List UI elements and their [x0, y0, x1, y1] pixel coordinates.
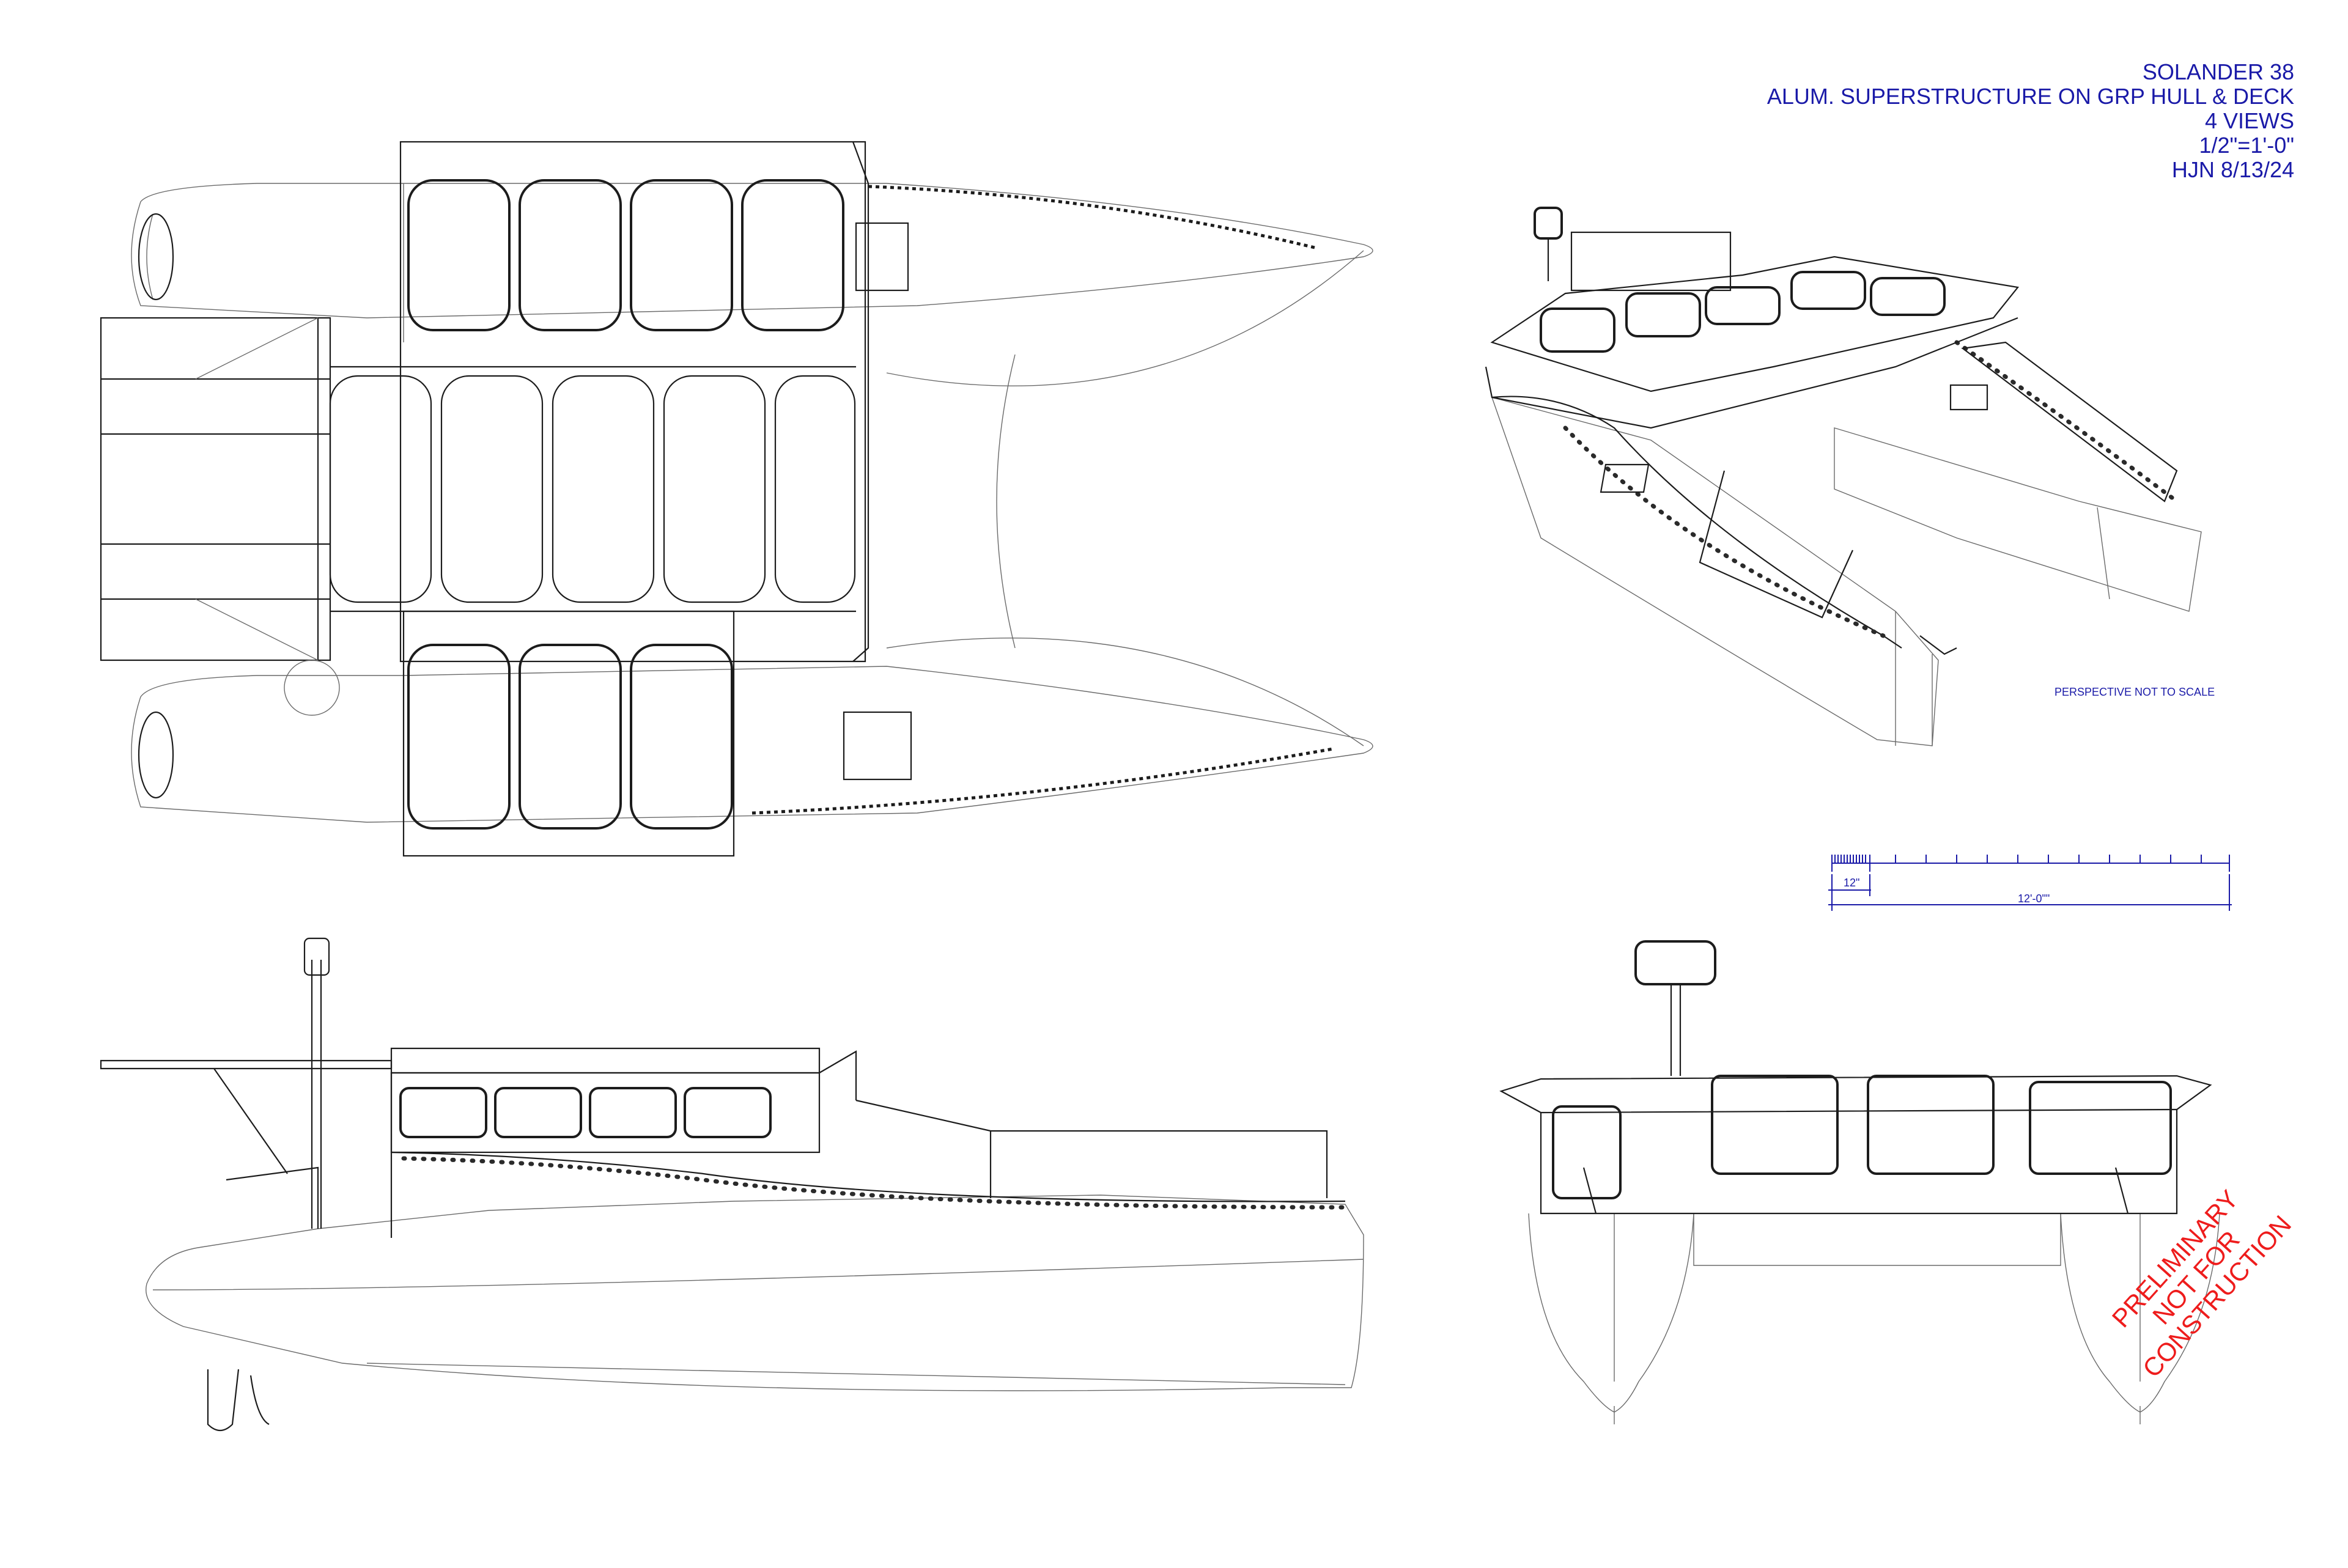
title-block: SOLANDER 38 ALUM. SUPERSTRUCTURE ON GRP … [1767, 60, 2294, 182]
scale-short-label: 12" [1844, 877, 1859, 889]
title-line-views: 4 VIEWS [2204, 108, 2294, 133]
perspective-view [1485, 207, 2202, 746]
title-line-description: ALUM. SUPERSTRUCTURE ON GRP HULL & DECK [1767, 84, 2294, 109]
side-elevation [100, 937, 1364, 1432]
plan-view [100, 141, 1373, 857]
title-line-scale: 1/2"=1'-0" [2199, 133, 2294, 158]
perspective-note: PERSPECTIVE NOT TO SCALE [2054, 686, 2215, 698]
stern-elevation [1499, 940, 2220, 1424]
scale-long-label: 12'-0"" [2018, 893, 2050, 905]
title-line-author-date: HJN 8/13/24 [2171, 157, 2294, 182]
title-line-project: SOLANDER 38 [2142, 59, 2294, 84]
scale-bar: 12" 12'-0"" [1828, 855, 2232, 911]
